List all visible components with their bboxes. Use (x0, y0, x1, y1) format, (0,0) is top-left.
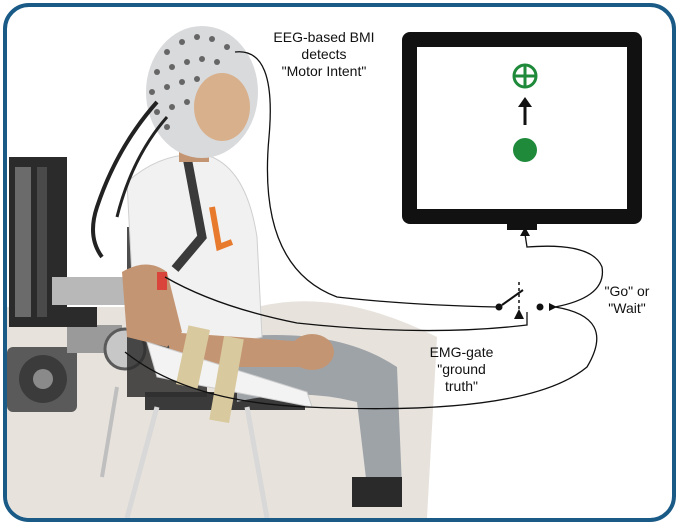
monitor-input-arrow (520, 227, 530, 236)
emg-label-line-1: EMG-gate (429, 344, 494, 360)
eeg-label-line-1: EEG-based BMI (273, 29, 375, 45)
signal-wires (124, 51, 604, 410)
subject-person (91, 26, 402, 507)
crosshair-circle-icon (512, 63, 538, 89)
monitor (402, 32, 642, 230)
eeg-bmi-label: EEG-based BMI detects "Motor Intent" (259, 29, 389, 80)
go-wait-label: "Go" or "Wait" (593, 283, 661, 317)
switch-icon (495, 282, 557, 319)
emg-gate-label: EMG-gate "ground truth" (419, 344, 504, 395)
arrow-up-icon (518, 97, 532, 125)
decision-label-line-2: "Wait" (608, 300, 646, 316)
emg-label-line-3: truth" (445, 378, 478, 394)
emg-label-line-2: "ground (437, 361, 486, 377)
figure-frame: EEG-based BMI detects "Motor Intent" EMG… (3, 3, 676, 522)
eeg-label-line-3: "Motor Intent" (281, 63, 367, 79)
eeg-label-line-2: detects (301, 46, 347, 62)
scene-illustration (7, 26, 642, 518)
filled-circle-icon (513, 138, 537, 162)
decision-label-line-1: "Go" or (604, 283, 650, 299)
